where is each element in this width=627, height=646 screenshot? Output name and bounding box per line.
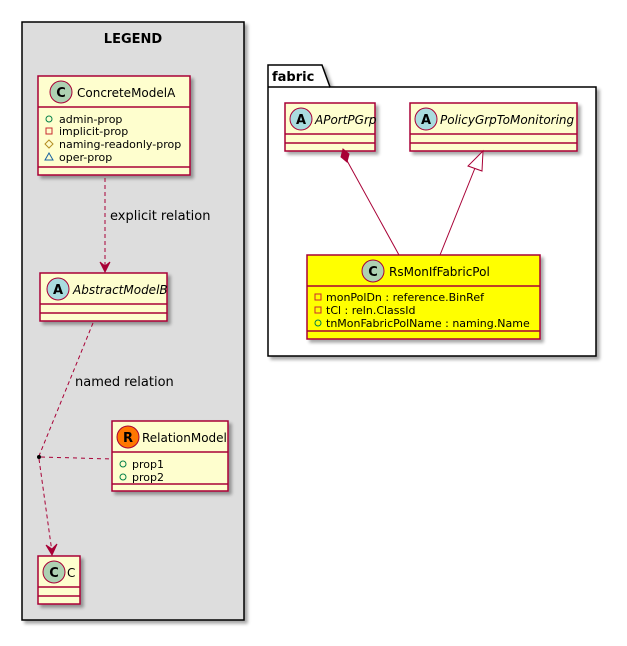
concrete-prop-2: implicit-prop <box>59 125 128 138</box>
c-model-name: C <box>67 566 75 580</box>
concrete-prop-3: naming-readonly-prop <box>59 138 181 151</box>
generalization-link <box>439 149 484 256</box>
named-relation-label: named relation <box>75 375 174 390</box>
explicit-relation-arrow <box>99 178 111 274</box>
explicit-relation-label: explicit relation <box>110 209 210 224</box>
concrete-class-icon-letter: C <box>56 86 66 101</box>
rsmon-name: RsMonIfFabricPol <box>389 265 490 279</box>
aportpgrp-class: A APortPGrp <box>284 102 377 152</box>
protected-visibility-icon <box>44 139 54 149</box>
rsmon-prop-1: monPolDn : reference.BinRef <box>326 291 485 304</box>
abstract-class-icon <box>46 277 70 301</box>
abstract-model-name: AbstractModelB <box>72 283 168 297</box>
relation-model-class: R RelationModel prop1 prop2 <box>111 420 229 492</box>
fabric-package-name: fabric <box>272 70 314 85</box>
relation-prop-1: prop1 <box>132 458 164 471</box>
public-visibility-icon <box>119 473 127 481</box>
public-visibility-icon <box>314 319 322 327</box>
fabric-package: fabric A APortPGrp A PolicyGrpToMonitori… <box>267 64 597 357</box>
relation-class-icon <box>116 425 140 449</box>
concrete-model-name: ConcreteModelA <box>77 86 176 100</box>
rsmon-class: C RsMonIfFabricPol monPolDn : reference.… <box>306 254 541 340</box>
legend-panel: LEGEND C ConcreteModelA admin-prop impli… <box>21 21 245 621</box>
public-visibility-icon <box>119 460 127 468</box>
abstract-class-icon <box>289 107 313 131</box>
relation-prop-2: prop2 <box>132 471 164 484</box>
concrete-prop-4: oper-prop <box>59 151 112 164</box>
private-visibility-icon <box>45 127 53 135</box>
aportpgrp-name: APortPGrp <box>314 113 377 127</box>
legend-title: LEGEND <box>104 32 163 47</box>
rsmon-icon-letter: C <box>368 265 378 280</box>
relation-class-icon-letter: R <box>123 431 133 446</box>
private-visibility-icon <box>314 293 322 301</box>
aportpgrp-icon-letter: A <box>296 113 306 128</box>
private-visibility-icon <box>314 306 322 314</box>
policygrp-icon-letter: A <box>421 113 431 128</box>
named-relation-arrow <box>37 322 113 557</box>
composition-link <box>340 148 400 256</box>
relation-model-name: RelationModel <box>142 431 227 445</box>
policygrp-name: PolicyGrpToMonitoring <box>440 113 575 127</box>
concrete-class-icon <box>361 259 385 283</box>
c-class-icon-letter: C <box>49 566 59 581</box>
package-visibility-icon <box>44 151 54 161</box>
concrete-class-icon <box>42 560 66 584</box>
concrete-class-icon <box>49 80 73 104</box>
c-model-class: C C <box>37 555 81 605</box>
rsmon-prop-3: tnMonFabricPolName : naming.Name <box>326 317 530 330</box>
concrete-prop-1: admin-prop <box>59 113 122 126</box>
abstract-model-class: A AbstractModelB <box>39 272 168 322</box>
abstract-class-icon <box>414 107 438 131</box>
policygrp-class: A PolicyGrpToMonitoring <box>409 102 578 152</box>
abstract-class-icon-letter: A <box>53 283 63 298</box>
concrete-model-class: C ConcreteModelA admin-prop implicit-pro… <box>37 75 191 176</box>
rsmon-prop-2: tCl : reln.ClassId <box>326 304 416 317</box>
public-visibility-icon <box>45 115 53 123</box>
